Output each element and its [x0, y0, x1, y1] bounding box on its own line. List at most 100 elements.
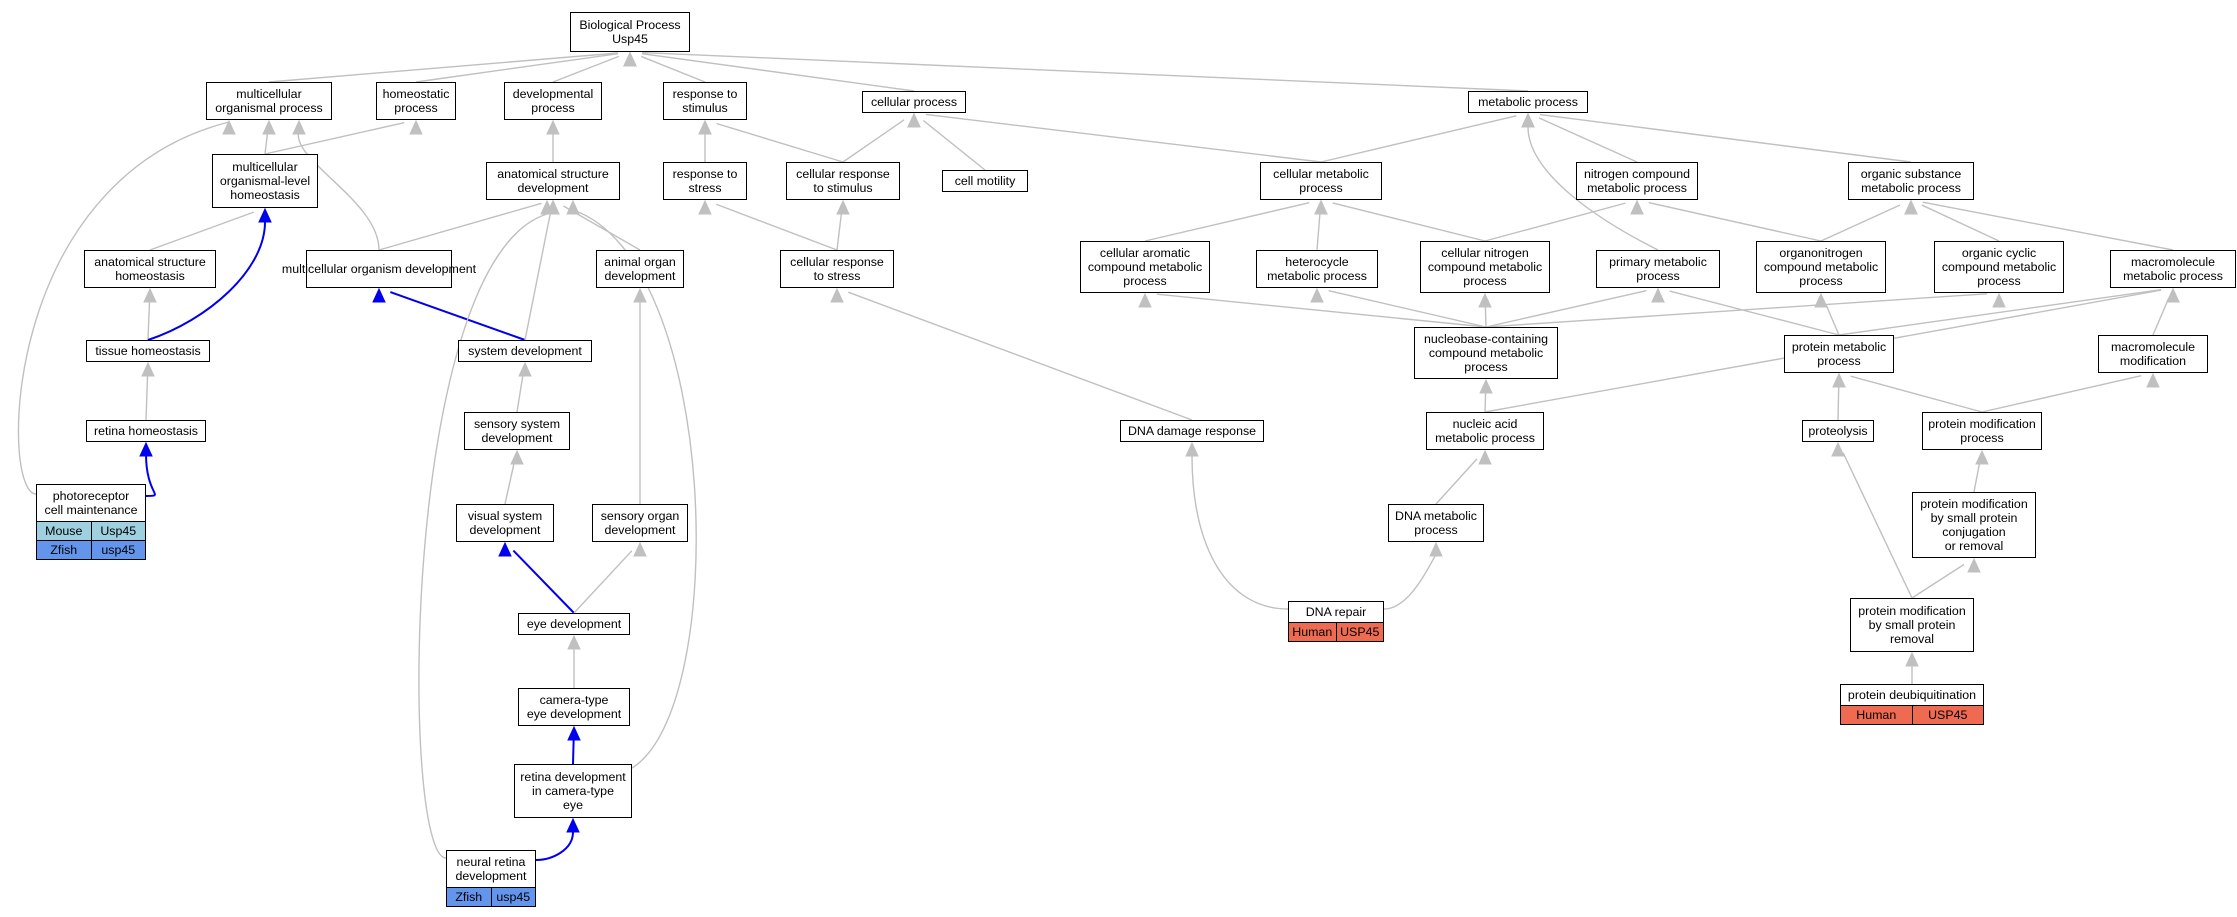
- term-prot[interactable]: proteolysis: [1802, 420, 1874, 442]
- term-cellp[interactable]: cellular process: [862, 91, 966, 113]
- term-eyed[interactable]: eye development: [518, 613, 630, 635]
- term-label-line: camera-type: [539, 693, 609, 707]
- term-label-line: cell motility: [954, 174, 1016, 188]
- term-rh[interactable]: retina homeostasis: [86, 420, 206, 442]
- term-label-line: compound metabolic: [1087, 260, 1203, 274]
- edge-cmp>metab: [1320, 115, 1517, 163]
- term-metab[interactable]: metabolic process: [1468, 91, 1588, 113]
- edge-cncmp>cmp: [1332, 202, 1486, 242]
- arrowhead: [830, 287, 844, 303]
- arrowhead: [258, 207, 272, 223]
- edge-cmot>cellp: [922, 119, 986, 171]
- arrowhead: [567, 725, 581, 741]
- term-dnarep[interactable]: DNA repair: [1288, 601, 1384, 623]
- term-label: DNA damage response: [1128, 424, 1256, 438]
- arrowhead: [566, 817, 580, 833]
- term-label-line: process: [1414, 523, 1458, 537]
- edge-th>mlh: [147, 221, 266, 341]
- term-ddr[interactable]: DNA damage response: [1120, 420, 1264, 442]
- edge-nrd>asd: [418, 213, 548, 859]
- arrowhead: [633, 541, 647, 557]
- annotation-species: Zfish: [50, 543, 78, 557]
- edge-th>ash: [147, 299, 151, 341]
- term-label-line: metabolic process: [2123, 269, 2223, 283]
- arrowhead: [292, 119, 306, 135]
- term-label-line: Biological Process: [579, 18, 681, 32]
- edge-crtstress>crts: [836, 211, 843, 251]
- term-label-line: protein deubiquitination: [1847, 688, 1977, 702]
- term-th[interactable]: tissue homeostasis: [86, 340, 210, 362]
- term-cmot[interactable]: cell motility: [942, 170, 1028, 192]
- term-label-line: anatomical structure: [94, 255, 206, 269]
- arrowhead: [510, 449, 524, 465]
- edge-pmspr>pmcr: [1911, 563, 1965, 599]
- term-label-line: animal organ: [604, 255, 676, 269]
- annotation-gene: usp45: [490, 888, 536, 906]
- term-label: proteolysis: [1808, 424, 1867, 438]
- term-label-line: neural retina: [456, 855, 526, 869]
- term-label-line: retina homeostasis: [94, 424, 198, 438]
- edge-nbccmp>cncmp: [1484, 304, 1487, 328]
- edge-protmp>oncmp: [1825, 303, 1840, 336]
- term-label-line: compound metabolic: [1428, 346, 1544, 360]
- term-mod[interactable]: multicellular organism development: [282, 250, 476, 288]
- term-label-line: proteolysis: [1808, 424, 1868, 438]
- term-label-line: metabolic process: [1861, 181, 1961, 195]
- edge-oncmp>osmp: [1820, 204, 1901, 242]
- edge-cmp>cellp: [925, 113, 1322, 163]
- edge-rts>bp: [640, 55, 706, 83]
- arrowhead: [1992, 292, 2006, 308]
- term-pdub[interactable]: protein deubiquitination: [1840, 684, 1984, 706]
- term-label-line: process: [1636, 269, 1680, 283]
- term-label: retina homeostasis: [94, 424, 198, 438]
- arrowhead: [1479, 378, 1493, 394]
- term-sysd[interactable]: system development: [458, 340, 592, 362]
- edge-prot>protmp: [1837, 384, 1840, 421]
